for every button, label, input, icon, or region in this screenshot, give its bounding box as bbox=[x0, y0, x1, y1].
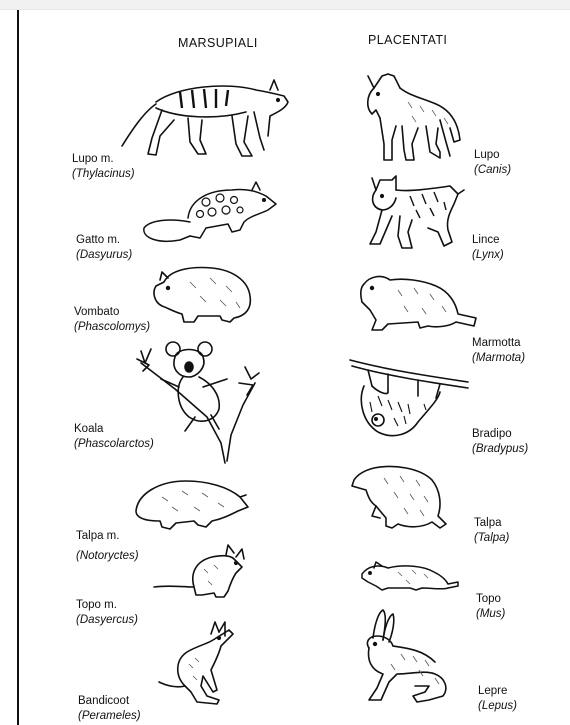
scientific-name: (Mus) bbox=[476, 607, 505, 622]
marsupial-label-koala: Koala (Phascolarctos) bbox=[74, 422, 154, 452]
scientific-name: (Dasyurus) bbox=[76, 248, 132, 263]
wombat-icon bbox=[150, 262, 255, 324]
scientific-name: (Canis) bbox=[474, 163, 511, 178]
marsupial-label-wombat: Vombato (Phascolomys) bbox=[74, 305, 150, 335]
common-name: Koala bbox=[74, 422, 154, 437]
scientific-name: (Thylacinus) bbox=[72, 167, 135, 182]
common-name: Talpa bbox=[474, 516, 509, 531]
scientific-name: (Phascolomys) bbox=[74, 320, 150, 335]
common-name: Bandicoot bbox=[78, 694, 141, 709]
placental-label-hare: Lepre (Lepus) bbox=[478, 684, 517, 714]
common-name: Marmotta bbox=[472, 336, 525, 351]
lynx-icon bbox=[366, 172, 466, 252]
marsupial-label-marsupial-mouse: Topo m. (Dasyercus) bbox=[76, 598, 138, 628]
common-name: Lepre bbox=[478, 684, 517, 699]
wolf-icon bbox=[362, 70, 464, 165]
scientific-name: (Dasyercus) bbox=[76, 613, 138, 628]
common-name: Lupo m. bbox=[72, 152, 135, 167]
placental-label-mouse: Topo (Mus) bbox=[476, 592, 505, 622]
marmot-icon bbox=[358, 272, 482, 332]
mouse-icon bbox=[358, 558, 462, 592]
scientific-name: (Lynx) bbox=[472, 248, 504, 263]
scientific-name: (Perameles) bbox=[78, 709, 141, 724]
thylacine-icon bbox=[118, 72, 293, 162]
common-name: Lupo bbox=[474, 148, 511, 163]
common-name: Vombato bbox=[74, 305, 150, 320]
common-name: Gatto m. bbox=[76, 233, 132, 248]
heading-placentals: PLACENTATI bbox=[368, 33, 447, 47]
scientific-name: (Marmota) bbox=[472, 351, 525, 366]
mole-icon bbox=[350, 462, 452, 532]
placental-label-sloth: Bradipo (Bradypus) bbox=[472, 427, 528, 457]
common-name: Talpa m. bbox=[76, 529, 139, 544]
placental-label-wolf: Lupo (Canis) bbox=[474, 148, 511, 178]
common-name: Topo bbox=[476, 592, 505, 607]
quoll-icon bbox=[140, 178, 280, 248]
marsupial-label-thylacine: Lupo m. (Thylacinus) bbox=[72, 152, 135, 182]
scientific-name: (Notoryctes) bbox=[76, 549, 139, 564]
left-border-line bbox=[17, 10, 19, 725]
marsupial-label-marsupial-mole: Talpa m. (Notoryctes) bbox=[76, 529, 139, 564]
placental-label-lynx: Lince (Lynx) bbox=[472, 233, 504, 263]
placental-label-marmot: Marmotta (Marmota) bbox=[472, 336, 525, 366]
common-name: Topo m. bbox=[76, 598, 138, 613]
marsupial-label-bandicoot: Bandicoot (Perameles) bbox=[78, 694, 141, 724]
common-name: Lince bbox=[472, 233, 504, 248]
hare-icon bbox=[355, 608, 455, 708]
marsupial-mole-icon bbox=[132, 473, 252, 529]
scientific-name: (Bradypus) bbox=[472, 442, 528, 457]
koala-icon bbox=[135, 343, 263, 465]
scientific-name: (Lepus) bbox=[478, 699, 517, 714]
heading-marsupials: MARSUPIALI bbox=[178, 36, 258, 50]
common-name: Bradipo bbox=[472, 427, 528, 442]
bandicoot-icon bbox=[157, 620, 237, 705]
marsupial-mouse-icon bbox=[150, 543, 250, 601]
placental-label-mole: Talpa (Talpa) bbox=[474, 516, 509, 546]
marsupial-label-quoll: Gatto m. (Dasyurus) bbox=[76, 233, 132, 263]
sloth-icon bbox=[348, 352, 473, 440]
top-border bbox=[0, 0, 570, 10]
scientific-name: (Phascolarctos) bbox=[74, 437, 154, 452]
scientific-name: (Talpa) bbox=[474, 531, 509, 546]
